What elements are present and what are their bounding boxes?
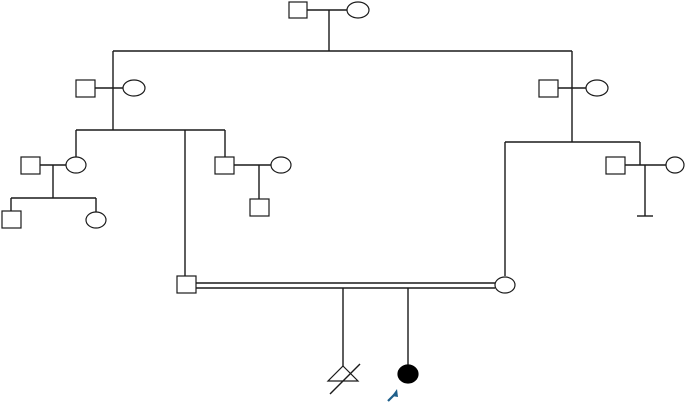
gen3-d-female-circle [494, 276, 516, 294]
gen2-right-female-circle [585, 79, 609, 97]
gen3-c-female-circle [270, 156, 292, 174]
deceased-slash [329, 363, 361, 395]
gen3-c-male-square [214, 156, 235, 175]
gen1-male-square [288, 1, 308, 19]
gen4-c-male-square [249, 198, 270, 217]
gen1-female-circle [346, 1, 370, 19]
gen3-a-male-square [20, 156, 41, 175]
gen3-a-female-circle [65, 156, 87, 174]
gen2-left-female-circle [122, 79, 146, 97]
gen4-a-male-square [1, 210, 22, 229]
gen2-left-male-square [75, 79, 96, 98]
gen2-right-male-square [538, 79, 559, 98]
gen4-proband-affected-circle [397, 364, 419, 384]
gen3-b-male-square [176, 275, 197, 294]
gen4-sibling-triangle [326, 365, 360, 382]
proband-arrow-icon [392, 389, 398, 397]
gen3-e-female-circle [665, 156, 685, 174]
gen4-a-female-circle [85, 211, 107, 229]
gen3-e-male-square [605, 156, 626, 175]
